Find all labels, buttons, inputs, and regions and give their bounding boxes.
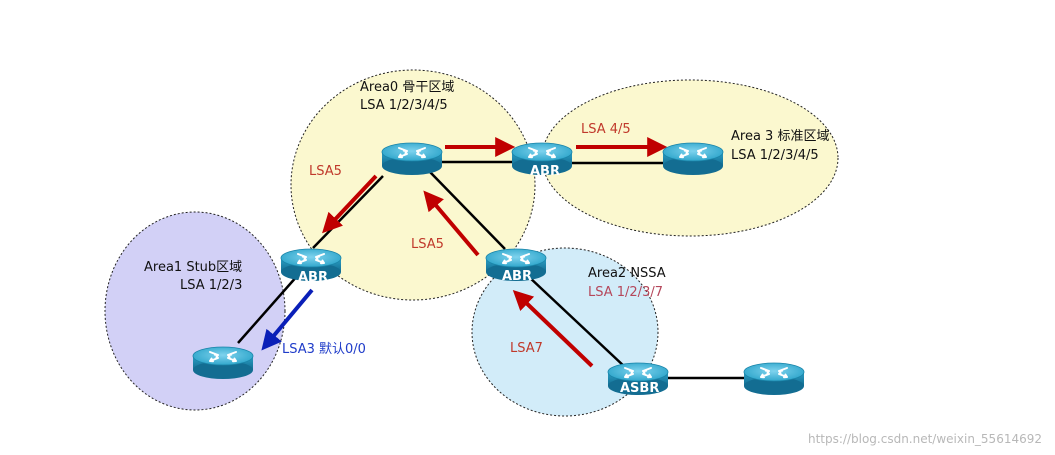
area2-lsa: LSA 1/2/3/7	[588, 285, 663, 300]
router-abr-area3-badge: ABR	[530, 164, 560, 179]
label-lsa3-default: LSA3 默认0/0	[282, 341, 366, 357]
router-abr-area1-badge: ABR	[298, 270, 328, 285]
area0-region	[290, 69, 536, 301]
watermark: https://blog.csdn.net/weixin_55614692	[808, 432, 1042, 446]
area2-title: Area2 NSSA	[588, 266, 666, 281]
area3-title: Area 3 标准区域	[731, 129, 829, 144]
router-external	[743, 362, 805, 396]
arrow-lsa5-area2-to-core	[423, 190, 480, 257]
router-area1	[192, 346, 254, 380]
router-asbr-badge: ASBR	[620, 381, 659, 396]
link-core-abr-area2	[429, 171, 506, 250]
area3-lsa: LSA 1/2/3/4/5	[731, 148, 819, 163]
router-area3	[662, 142, 724, 176]
area0-title: Area0 骨干区域	[360, 80, 454, 95]
label-lsa5-mid: LSA5	[411, 237, 444, 252]
area1-lsa: LSA 1/2/3	[180, 278, 242, 293]
arrow-lsa7-asbr-to-abr	[512, 290, 594, 368]
arrow-lsa5-core-to-area1	[322, 174, 378, 234]
label-lsa45: LSA 4/5	[581, 122, 631, 137]
area1-title: Area1 Stub区域	[144, 260, 242, 275]
label-lsa7: LSA7	[510, 341, 543, 356]
link-abr-area2-asbr	[527, 275, 627, 369]
area0-lsa: LSA 1/2/3/4/5	[360, 98, 448, 113]
arrow-lsa3-default-abr-to-area1	[261, 288, 314, 351]
link-abr-area1-router-area1	[237, 274, 299, 344]
arrows	[261, 137, 668, 368]
router-core	[381, 142, 443, 176]
link-core-abr-area1	[312, 175, 384, 249]
links	[237, 160, 748, 380]
router-abr-area2-badge: ABR	[502, 269, 532, 284]
label-lsa5-left: LSA5	[309, 164, 342, 179]
area1-region	[104, 211, 286, 411]
